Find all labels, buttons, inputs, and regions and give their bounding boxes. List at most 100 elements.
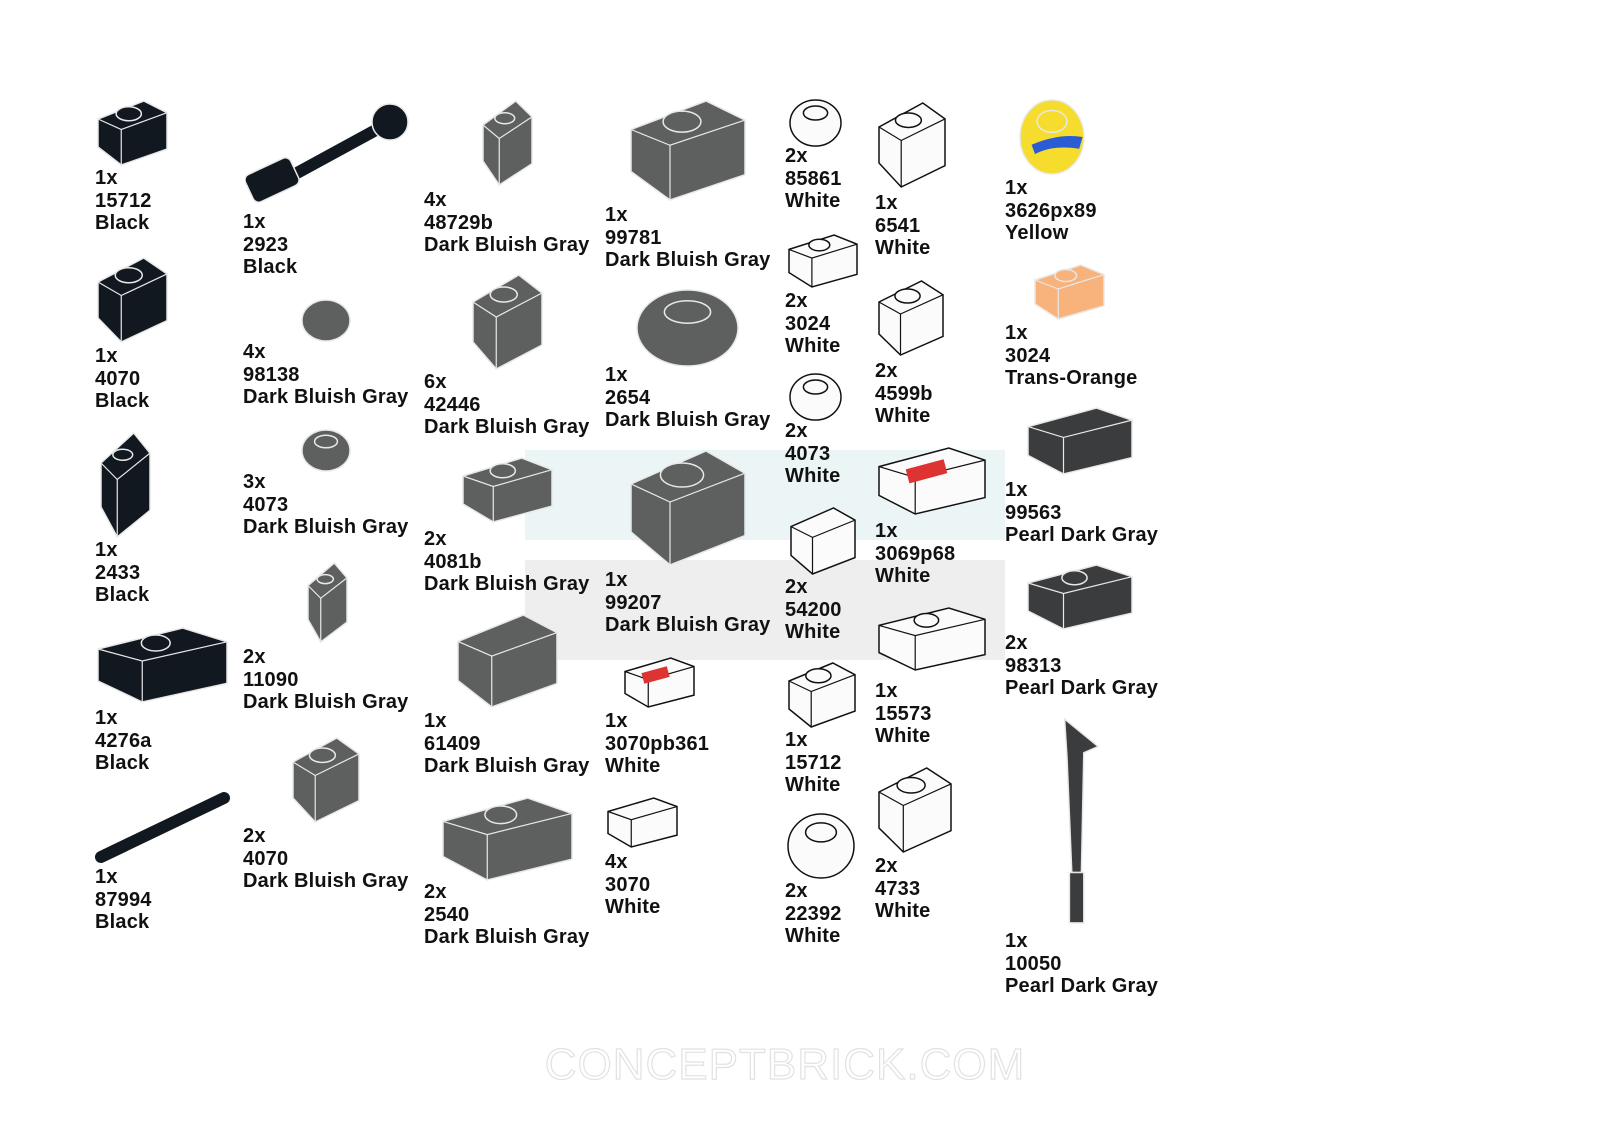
ingot-icon xyxy=(1027,407,1133,475)
plate-with-handle-icon xyxy=(442,797,573,881)
part-number: 6541 xyxy=(875,214,921,237)
bracket-icon xyxy=(472,274,543,370)
headlight-brick-icon xyxy=(292,737,360,823)
round-plate-icon xyxy=(789,99,842,147)
part-number: 48729b xyxy=(424,211,494,234)
part-number: 3070pb361 xyxy=(605,732,710,755)
part-quantity: 1x xyxy=(605,204,628,226)
part-number: 99563 xyxy=(1005,501,1062,524)
grille-slope-icon xyxy=(457,614,558,708)
part-color: Dark Bluish Gray xyxy=(243,870,409,892)
hinge-stand-icon xyxy=(100,431,151,539)
part-quantity: 1x xyxy=(785,729,808,751)
part-color: Black xyxy=(95,752,150,774)
part-color: Dark Bluish Gray xyxy=(424,755,590,777)
part-number: 15573 xyxy=(875,702,932,725)
part-color: White xyxy=(785,190,841,212)
plate-with-clip-icon xyxy=(462,457,553,523)
printed-tile-icon xyxy=(624,657,695,708)
part-number: 42446 xyxy=(424,393,481,416)
part-color: White xyxy=(875,237,931,259)
part-color: Dark Bluish Gray xyxy=(243,516,409,538)
part-color: White xyxy=(785,925,841,947)
clip-plate-icon xyxy=(97,100,168,166)
tap-icon xyxy=(878,280,944,356)
part-color: White xyxy=(875,565,931,587)
minifig-head-icon xyxy=(1019,99,1085,175)
part-number: 54200 xyxy=(785,598,842,621)
part-color: Dark Bluish Gray xyxy=(605,614,771,636)
part-number: 4733 xyxy=(875,877,921,900)
plate-icon xyxy=(788,234,858,288)
part-color: White xyxy=(875,405,931,427)
part-color: Dark Bluish Gray xyxy=(424,573,590,595)
round-plate-icon xyxy=(789,373,842,421)
part-color: White xyxy=(875,900,931,922)
part-quantity: 1x xyxy=(605,710,628,732)
part-quantity: 1x xyxy=(1005,930,1028,952)
bar-with-clips-icon xyxy=(245,103,409,203)
part-number: 3024 xyxy=(1005,344,1051,367)
part-quantity: 4x xyxy=(605,851,628,873)
part-color: Yellow xyxy=(1005,222,1069,244)
part-color: Dark Bluish Gray xyxy=(424,234,590,256)
clip-plate-icon xyxy=(788,662,856,728)
part-number: 4599b xyxy=(875,382,933,405)
part-number: 87994 xyxy=(95,888,152,911)
part-number: 3070 xyxy=(605,873,651,896)
part-number: 3069p68 xyxy=(875,542,956,565)
footer-watermark: CONCEPTBRICK.COM xyxy=(544,1039,1026,1089)
bar-holder-icon xyxy=(482,100,533,187)
part-number: 4070 xyxy=(243,847,289,870)
technic-brick-icon xyxy=(878,102,946,188)
part-quantity: 1x xyxy=(95,345,118,367)
part-quantity: 4x xyxy=(243,341,266,363)
part-number: 98138 xyxy=(243,363,300,386)
part-quantity: 1x xyxy=(95,167,118,189)
part-quantity: 2x xyxy=(785,290,808,312)
hinge-plate-icon xyxy=(97,627,228,703)
part-color: Pearl Dark Gray xyxy=(1005,524,1159,546)
part-quantity: 2x xyxy=(243,646,266,668)
part-number: 4073 xyxy=(243,493,289,516)
part-number: 99207 xyxy=(605,591,662,614)
part-quantity: 4x xyxy=(424,189,447,211)
part-number: 2433 xyxy=(95,561,141,584)
part-number: 11090 xyxy=(243,668,299,691)
round-plate-icon xyxy=(636,289,739,367)
part-number: 10050 xyxy=(1005,952,1062,975)
part-quantity: 1x xyxy=(605,364,628,386)
part-number: 99781 xyxy=(605,226,662,249)
part-quantity: 1x xyxy=(95,707,118,729)
part-number: 15712 xyxy=(785,751,842,774)
part-quantity: 1x xyxy=(875,192,898,214)
plate-icon xyxy=(1034,264,1105,320)
sword-icon xyxy=(1063,717,1100,924)
part-quantity: 2x xyxy=(785,880,808,902)
part-quantity: 1x xyxy=(875,680,898,702)
round-plate-icon xyxy=(301,429,351,472)
part-number: 2923 xyxy=(243,233,289,256)
part-color: White xyxy=(875,725,931,747)
part-number: 98313 xyxy=(1005,654,1062,677)
part-quantity: 1x xyxy=(95,539,118,561)
